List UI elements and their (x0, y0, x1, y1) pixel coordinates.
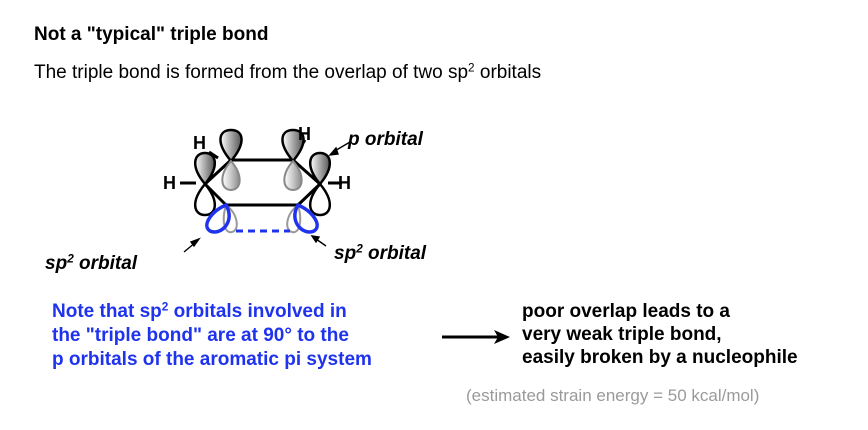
pointer-arrows (183, 141, 351, 253)
sp2-orbitals (205, 202, 319, 234)
p-orbital-lobe (221, 159, 241, 192)
sp2-orbital-lobe (293, 202, 319, 234)
sp2-orbital-lobe (205, 202, 231, 234)
note-text: Note that sp2 orbitals involved in the "… (52, 300, 372, 372)
p-orbital-hidden-lobes (221, 159, 303, 192)
note-line: p orbitals of the aromatic pi system (52, 349, 372, 370)
atom-label-h: H (163, 173, 176, 193)
page-title: Not a "typical" triple bond (34, 24, 269, 45)
p-orbital-label: p orbital (348, 129, 423, 150)
p-orbital-lobe (309, 151, 331, 186)
p-orbital-lobe (219, 128, 243, 163)
strain-energy-note: (estimated strain energy = 50 kcal/mol) (466, 386, 760, 405)
atom-label-h: H (338, 173, 351, 193)
atom-label-h: H (298, 124, 311, 144)
p-orbital-upper-lobes (194, 128, 331, 186)
result-line: very weak triple bond, (522, 324, 722, 345)
sp2-orbital-label-left: sp2 orbital (45, 252, 138, 274)
subtitle: The triple bond is formed from the overl… (34, 61, 542, 83)
p-orbital-lobe (194, 151, 216, 186)
result-text: poor overlap leads to a very weak triple… (522, 300, 798, 369)
sp2-orbital-back-lobe (222, 203, 238, 234)
p-orbital-lobe (283, 159, 303, 192)
sp2-orbital-label-right: sp2 orbital (334, 242, 427, 264)
note-line: the "triple bond" are at 90° to the (52, 325, 349, 346)
result-line: poor overlap leads to a (522, 301, 730, 322)
p-orbital-lobe (281, 128, 305, 163)
result-line: easily broken by a nucleophile (522, 347, 798, 368)
sp2-orbital-back-lobe (286, 203, 302, 234)
reaction-arrow (442, 330, 510, 344)
note-line: Note that sp2 orbitals involved in (52, 300, 347, 322)
atom-label-h: H (193, 133, 206, 153)
p-orbital-lobe (194, 182, 216, 217)
p-orbital-lobe (309, 182, 331, 217)
p-orbital-lower-lobes (194, 182, 331, 217)
